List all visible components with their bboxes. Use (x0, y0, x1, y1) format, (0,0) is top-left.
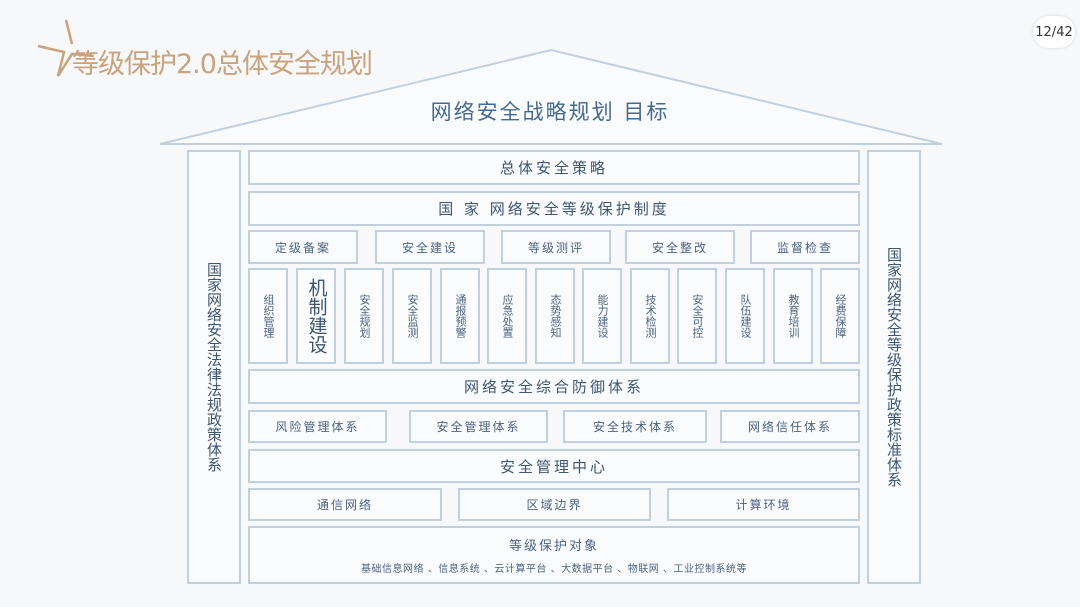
capability-box: 队伍建设 (725, 268, 765, 364)
stage-box: 监督检查 (750, 230, 860, 264)
protected-objects-box: 等级保护对象 基础信息网络 、信息系统 、云计算平台 、大数据平台 、物联网 、… (248, 526, 860, 584)
capability-label: 安全规划 (358, 294, 371, 338)
capability-box: 安全可控 (677, 268, 717, 364)
infrastructure-label: 区域边界 (526, 498, 583, 512)
infrastructure-box: 通信网络 (248, 488, 442, 521)
capability-label: 应急处置 (501, 294, 514, 338)
capability-label: 经费保障 (834, 294, 847, 338)
stage-box: 安全整改 (625, 230, 735, 264)
capability-label: 安全监测 (406, 294, 419, 338)
stage-box: 安全建设 (375, 230, 485, 264)
right-pillar-label: 国家网络安全等级保护政策标准体系 (885, 247, 903, 487)
subsystem-box: 风险管理体系 (248, 410, 387, 443)
left-pillar-label: 国家网络安全法律法规政策体系 (205, 262, 223, 472)
stage-label: 安全建设 (401, 240, 458, 255)
management-center-label: 安全管理中心 (499, 457, 608, 476)
capability-box: 经费保障 (820, 268, 860, 364)
capability-label: 教育培训 (787, 294, 800, 338)
capability-box: 应急处置 (487, 268, 527, 364)
defense-system-label: 网络安全综合防御体系 (463, 378, 644, 396)
right-pillar: 国家网络安全等级保护政策标准体系 (867, 150, 921, 584)
stage-label: 监督检查 (776, 240, 833, 255)
protected-objects-title: 等级保护对象 (508, 539, 599, 554)
subsystem-label: 安全管理体系 (436, 420, 521, 434)
capability-label: 能力建设 (596, 294, 609, 338)
subsystem-box: 安全管理体系 (409, 410, 548, 443)
infrastructure-label: 通信网络 (316, 498, 373, 512)
page-number-badge[interactable]: 12/42 (1033, 16, 1075, 48)
subsystem-label: 安全技术体系 (592, 420, 677, 434)
infrastructure-label: 计算环境 (735, 498, 792, 512)
roof-shape (159, 48, 943, 145)
stage-label: 定级备案 (274, 240, 331, 255)
stage-box: 等级测评 (501, 230, 611, 264)
stage-label: 安全整改 (651, 240, 708, 255)
capability-box: 通报预警 (440, 268, 480, 364)
capability-box: 能力建设 (582, 268, 622, 364)
management-center-box: 安全管理中心 (248, 449, 860, 483)
subsystem-label: 网络信任体系 (747, 420, 832, 434)
capability-box: 态势感知 (535, 268, 575, 364)
capability-label: 通报预警 (454, 294, 467, 338)
stage-label: 等级测评 (527, 240, 584, 255)
capability-box: 安全监测 (392, 268, 432, 364)
capability-label: 技术检测 (644, 294, 657, 338)
protected-objects-list: 基础信息网络 、信息系统 、云计算平台 、大数据平台 、物联网 、工业控制系统等 (361, 564, 747, 575)
capability-box: 安全规划 (344, 268, 384, 364)
subsystem-box: 网络信任体系 (720, 410, 860, 443)
logo-star-icon (37, 19, 95, 77)
stage-box: 定级备案 (248, 230, 358, 264)
capability-box: 教育培训 (773, 268, 813, 364)
protection-system-label: 国 家 网络安全等级保护制度 (438, 200, 670, 218)
capability-label: 安全可控 (691, 294, 704, 338)
infrastructure-box: 计算环境 (667, 488, 860, 521)
roof-label: 网络安全战略规划 目标 (430, 100, 670, 124)
subsystem-box: 安全技术体系 (563, 410, 707, 443)
infrastructure-box: 区域边界 (458, 488, 651, 521)
defense-system-box: 网络安全综合防御体系 (248, 369, 860, 404)
capability-box: 机制建设 (296, 268, 336, 364)
overall-strategy-label: 总体安全策略 (499, 159, 608, 177)
subsystem-label: 风险管理体系 (275, 420, 360, 434)
capability-box: 技术检测 (630, 268, 670, 364)
left-pillar: 国家网络安全法律法规政策体系 (187, 150, 241, 584)
protection-system-box: 国 家 网络安全等级保护制度 (248, 191, 860, 226)
capability-box: 组织管理 (248, 268, 288, 364)
capability-label: 机制建设 (305, 278, 328, 354)
capability-label: 组织管理 (262, 294, 275, 338)
overall-strategy-box: 总体安全策略 (248, 150, 860, 185)
capability-label: 态势感知 (549, 294, 562, 338)
capability-label: 队伍建设 (739, 294, 752, 338)
page-title: 等级保护2.0总体安全规划 (72, 49, 373, 80)
